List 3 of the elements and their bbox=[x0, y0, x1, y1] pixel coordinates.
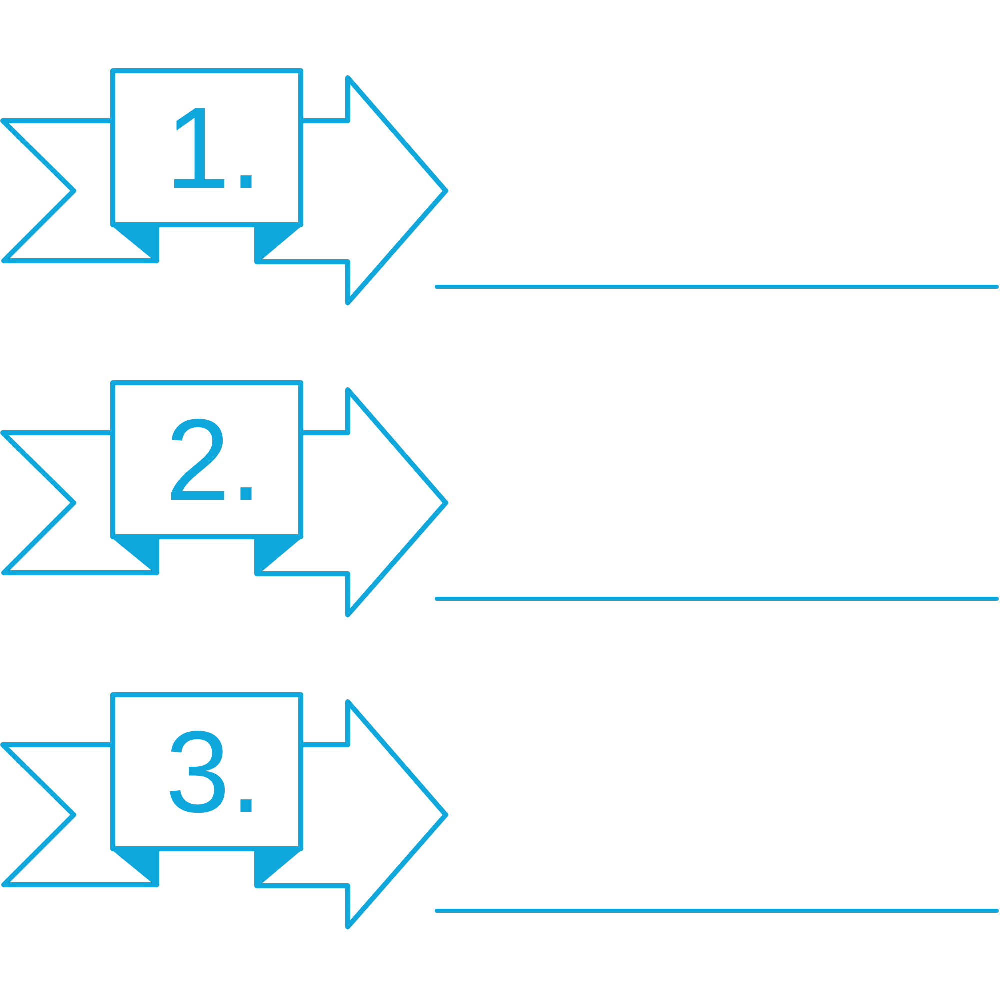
step-number: 3. bbox=[166, 714, 262, 830]
step-number: 2. bbox=[166, 402, 262, 518]
step-number: 1. bbox=[166, 90, 262, 206]
